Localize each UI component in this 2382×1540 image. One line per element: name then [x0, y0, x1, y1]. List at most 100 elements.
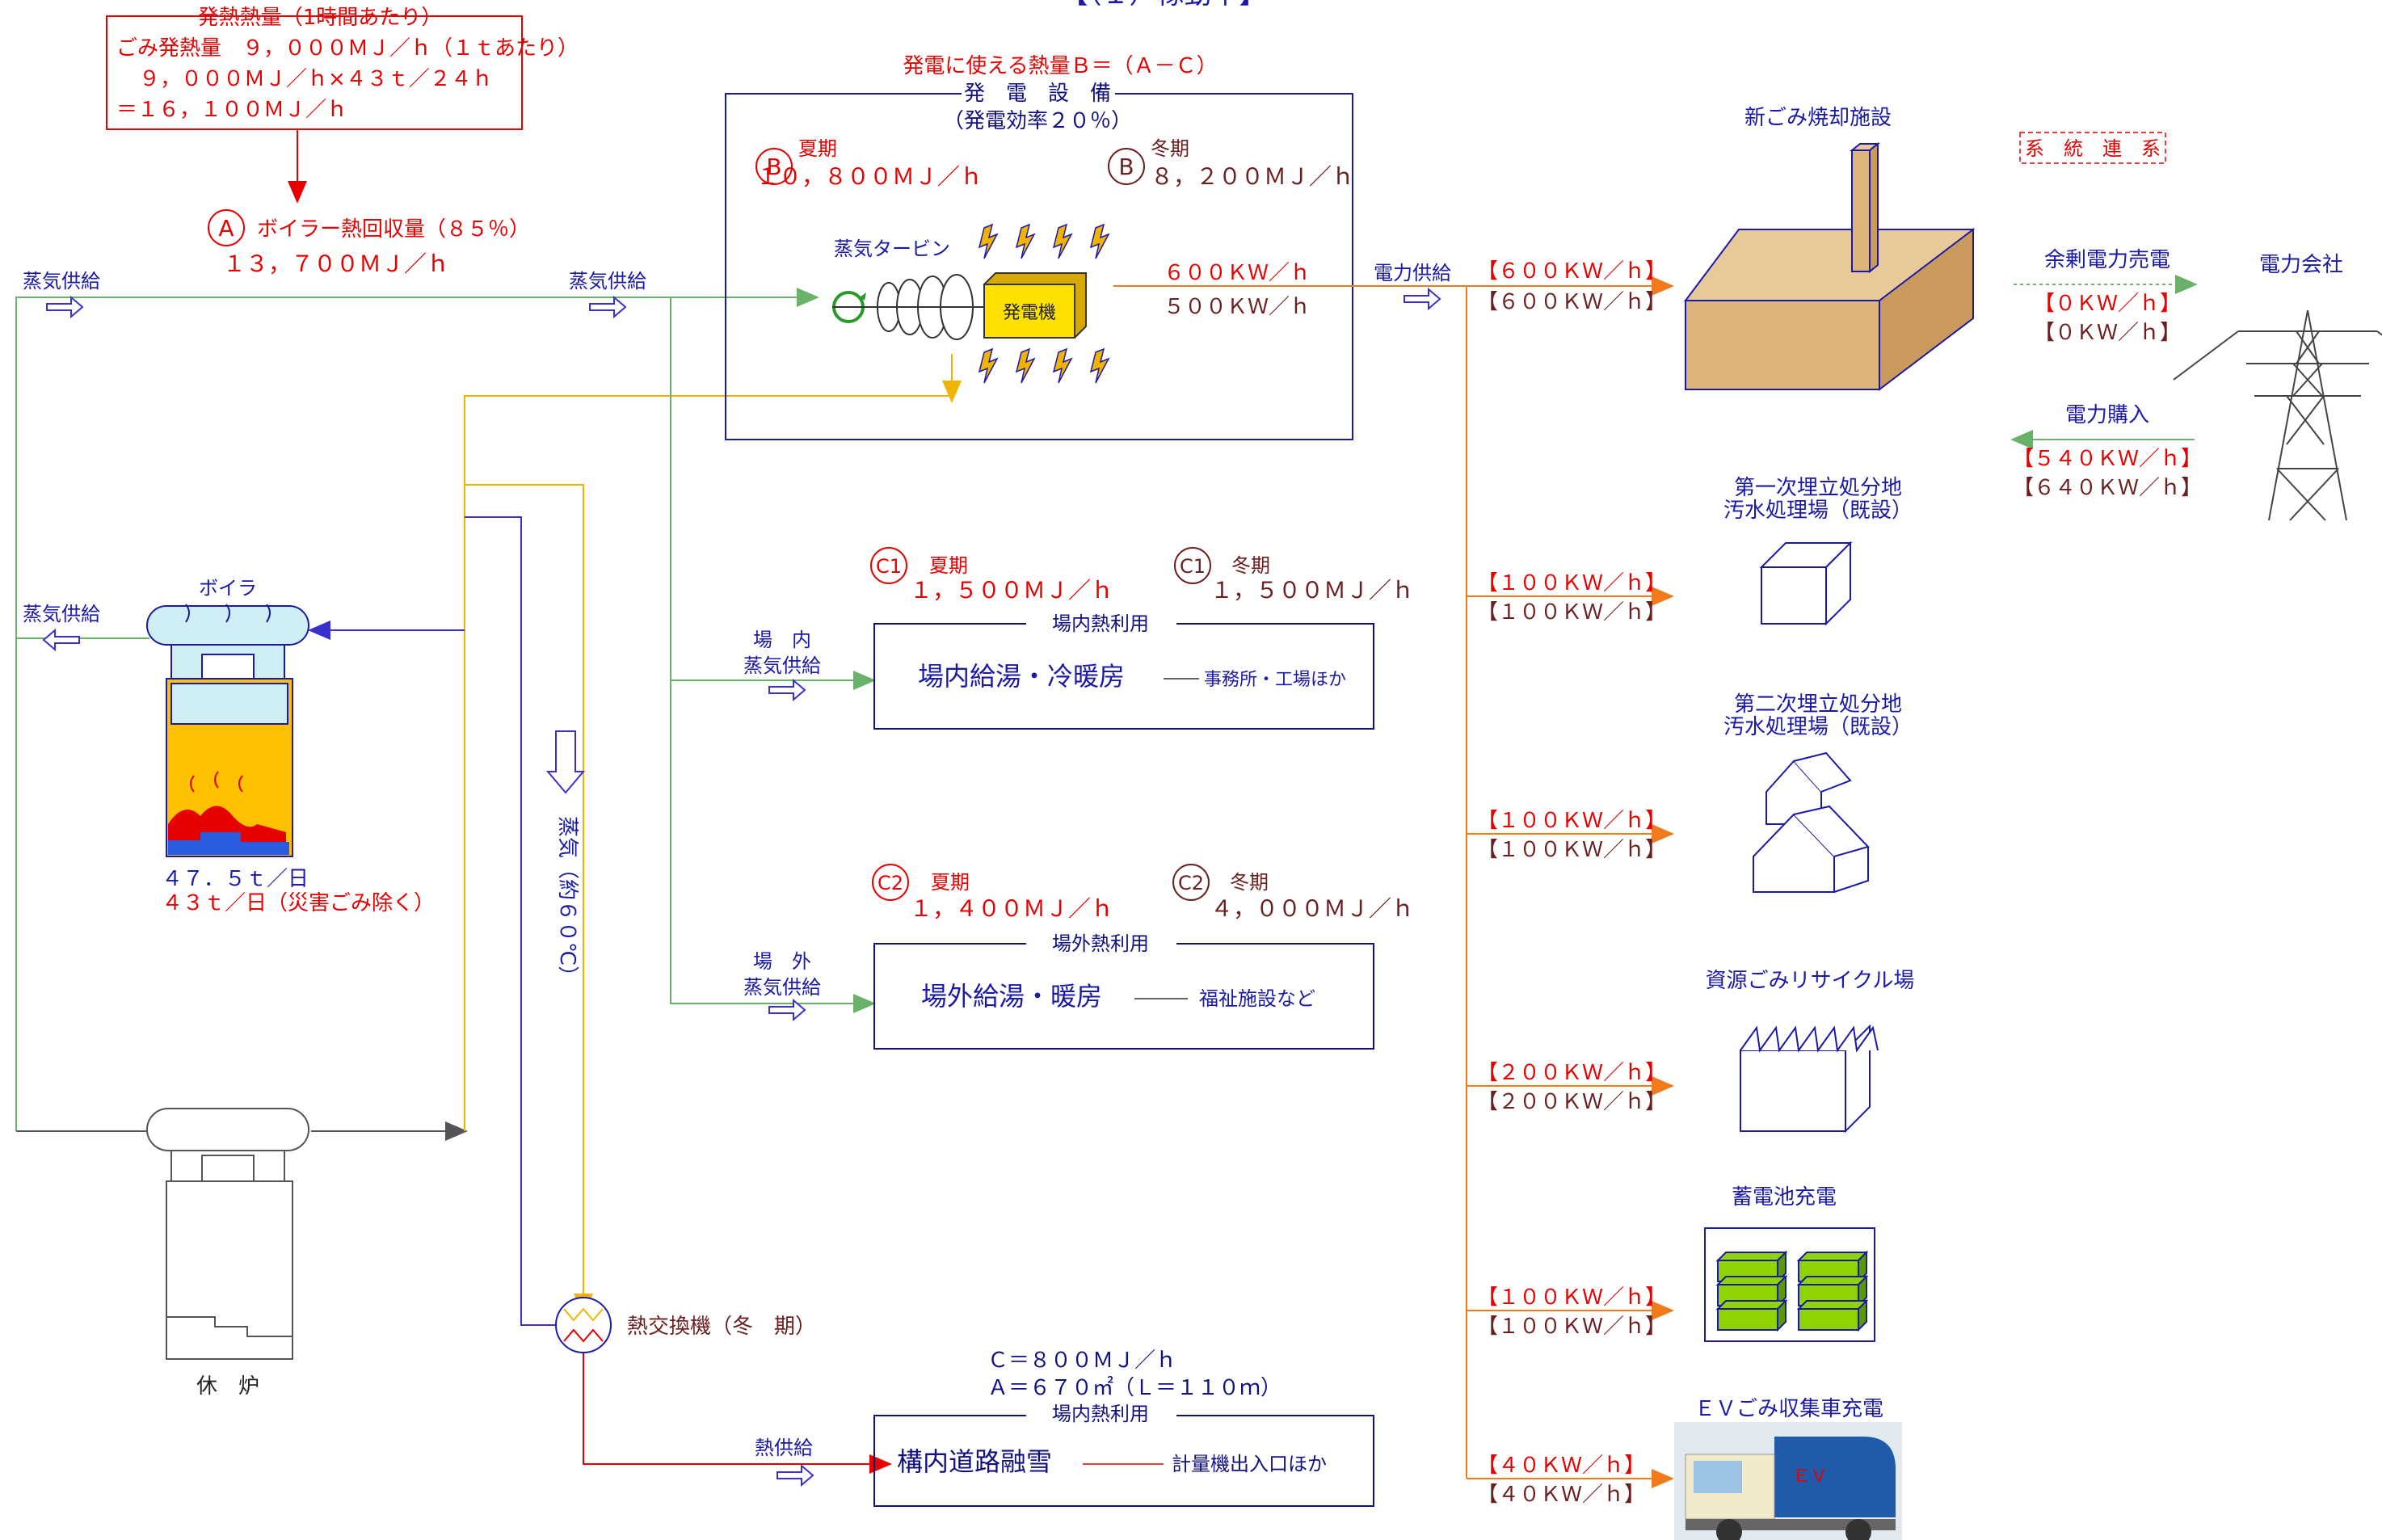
kw-winter-1: 【１００ＫＷ／ｈ】 — [1477, 600, 1666, 625]
offsite-main: 場外給湯・暖房 — [921, 981, 1102, 1012]
heat-supply-arrow — [776, 1463, 814, 1487]
kw-summer-3: 【２００ＫＷ／ｈ】 — [1477, 1061, 1666, 1085]
power-output-summer: ６００ＫＷ／ｈ — [1164, 261, 1311, 285]
power-buy-winter: 【６４０ＫＷ／ｈ】 — [2013, 476, 2202, 500]
power-supply-arrow — [1404, 287, 1441, 311]
offsite-supply-top: 場 外 — [753, 950, 811, 973]
offsite-sub: 福祉施設など — [1199, 987, 1315, 1010]
heat-box-line1: ごみ発熱量 ９，０００ＭＪ／ｈ（１ｔあたり） — [116, 36, 579, 61]
onsite-summer-label: 夏期 — [929, 554, 968, 577]
steam-turbine-icon — [832, 274, 984, 340]
generator-label: 発電機 — [1003, 303, 1056, 323]
grid-tag-box — [2019, 132, 2166, 164]
power-winter-value: ８，２００ＭＪ／ｈ — [1151, 163, 1354, 190]
badge-c2-winter — [1172, 864, 1210, 901]
kw-winter-4: 【１００ＫＷ／ｈ】 — [1477, 1315, 1666, 1339]
facility-name-battery: 蓄電池充電 — [1732, 1185, 1837, 1210]
factory-icon — [1740, 1024, 1879, 1134]
facility-name-landfill2: 第二次埋立処分地 — [1734, 692, 1902, 717]
grid-tag: 系 統 連 系 — [2025, 137, 2161, 160]
steam-arrow-left-bottom — [42, 628, 80, 652]
onsite-box-title: 場内熱利用 — [1052, 612, 1149, 635]
power-distribution-lines — [1466, 276, 1674, 1488]
kw-summer-5: 【４０ＫＷ／ｈ】 — [1477, 1454, 1645, 1478]
onsite-main: 場内給湯・冷暖房 — [918, 661, 1125, 692]
facility-name-recycling: 資源ごみリサイクル場 — [1706, 969, 1915, 993]
boiler-capacity-2: ４３ｔ／日（災害ごみ除く） — [162, 891, 435, 915]
snowmelt-a-value: Ａ＝６７０㎡（Ｌ＝１１０ｍ） — [987, 1376, 1281, 1400]
badge-a-letter: A — [218, 215, 234, 242]
kw-summer-2: 【１００ＫＷ／ｈ】 — [1477, 809, 1666, 833]
power-supply-label: 電力供給 — [1374, 262, 1451, 284]
battery-icon — [1704, 1227, 1875, 1342]
kw-winter-3: 【２００ＫＷ／ｈ】 — [1477, 1090, 1666, 1114]
power-buy-label: 電力購入 — [2065, 403, 2149, 427]
usable-heat-label: 発電に使える熱量Ｂ＝（Ａ－Ｃ） — [903, 54, 1217, 78]
onsite-supply-arrow — [768, 678, 806, 702]
badge-c1-winter-text: C1 — [1180, 555, 1206, 578]
steam-arrow-mid — [589, 295, 627, 319]
idle-furnace-label: 休 炉 — [196, 1374, 259, 1399]
heat-box-line2: ９，０００ＭＪ／ｈ×４３ｔ／２４ｈ — [139, 67, 493, 91]
steam-loop-lines — [15, 288, 962, 1474]
boiler-unit: ボイラ — [146, 577, 309, 857]
facility-name-landfill1: 第一次埋立処分地 — [1734, 476, 1902, 500]
power-summer-label: 夏期 — [798, 137, 837, 160]
onsite-winter-label: 冬期 — [1231, 554, 1270, 577]
facility-name-ev-truck: ＥＶごみ収集車充電 — [1694, 1397, 1883, 1421]
badge-c2-summer — [872, 864, 909, 901]
heat-box-title: 発熱熱量（1時間あたり） — [198, 6, 443, 30]
ev-truck-icon: ＥＶ — [1674, 1422, 1902, 1540]
snowmelt-c-value: Ｃ＝８００ＭＪ／ｈ — [987, 1349, 1176, 1373]
steam-60-label: 蒸気（約６０℃） — [555, 816, 579, 987]
heat-generation-box: 発熱熱量（1時間あたり） ごみ発熱量 ９，０００ＭＪ／ｈ（１ｔあたり） ９，００… — [106, 6, 579, 130]
facility-kw-labels: 【６００ＫＷ／ｈ】 【６００ＫＷ／ｈ】 【１００ＫＷ／ｈ】 【１００ＫＷ／ｈ】 … — [1477, 259, 1666, 1507]
facility-name-incinerator: 新ごみ焼却施設 — [1744, 106, 1892, 130]
heat-exchanger-label: 熱交換機（冬 期） — [627, 1315, 816, 1339]
building-icon — [1759, 541, 1853, 626]
snowmelt-main: 構内道路融雪 — [897, 1446, 1052, 1477]
offsite-winter-label: 冬期 — [1230, 871, 1269, 894]
surplus-sell-label: 余剰電力売電 — [2044, 248, 2170, 272]
surplus-sell-summer: 【０ＫＷ／ｈ】 — [2034, 292, 2181, 316]
offsite-summer-label: 夏期 — [931, 871, 970, 894]
badge-c2-winter-text: C2 — [1178, 872, 1204, 894]
steam-supply-left-bottom: 蒸気供給 — [23, 603, 100, 625]
heat-supply-label: 熱供給 — [755, 1437, 813, 1459]
facility-name2-landfill2: 汚水処理場（既設） — [1723, 715, 1913, 739]
header-title: 【（１）稼動中】 — [1061, 0, 1267, 11]
steam-supply-mid: 蒸気供給 — [569, 270, 646, 292]
boiler-recovery-value: １３，７００ＭＪ／ｈ — [223, 250, 449, 277]
badge-b-winter — [1108, 148, 1145, 185]
power-plant-title: 発 電 設 備 — [964, 82, 1111, 106]
idle-furnace — [146, 1108, 309, 1360]
transmission-tower-icon — [2173, 309, 2382, 521]
generator-icon: 発電機 — [983, 272, 1087, 339]
kw-summer-1: 【１００ＫＷ／ｈ】 — [1477, 571, 1666, 595]
offsite-winter-value: ４，０００ＭＪ／ｈ — [1210, 895, 1414, 922]
badge-c1-summer-text: C1 — [876, 555, 902, 578]
kw-summer-4: 【１００ＫＷ／ｈ】 — [1477, 1285, 1666, 1310]
boiler-capacity-1: ４７．５ｔ／日 — [162, 867, 309, 891]
onsite-supply-bottom: 蒸気供給 — [743, 654, 821, 677]
snowmelt-sub: 計量機出入口ほか — [1172, 1453, 1327, 1475]
onsite-winter-value: １，５００ＭＪ／ｈ — [1210, 577, 1414, 604]
ev-truck-text: ＥＶ — [1792, 1466, 1828, 1487]
power-winter-label: 冬期 — [1151, 137, 1189, 160]
power-summer-value: １０，８００ＭＪ／ｈ — [756, 163, 983, 190]
offsite-supply-arrow — [768, 998, 806, 1022]
facility-name2-landfill1: 汚水処理場（既設） — [1723, 499, 1913, 523]
badge-c1-summer — [870, 547, 907, 584]
badge-a — [208, 209, 245, 246]
kw-winter-5: 【４０ＫＷ／ｈ】 — [1477, 1483, 1645, 1507]
incinerator-icon — [1684, 141, 1975, 392]
heat-box-line3: ＝１６，１００ＭＪ／ｈ — [116, 98, 347, 122]
kw-winter-0: 【６００ＫＷ／ｈ】 — [1477, 290, 1666, 314]
onsite-summer-value: １，５００ＭＪ／ｈ — [910, 577, 1113, 604]
offsite-supply-bottom: 蒸気供給 — [743, 976, 821, 999]
surplus-sell-winter: 【０ＫＷ／ｈ】 — [2034, 321, 2181, 345]
steam-arrow-left-top — [46, 295, 84, 319]
kw-winter-2: 【１００ＫＷ／ｈ】 — [1477, 838, 1666, 862]
offsite-box-title: 場外熱利用 — [1052, 932, 1149, 955]
